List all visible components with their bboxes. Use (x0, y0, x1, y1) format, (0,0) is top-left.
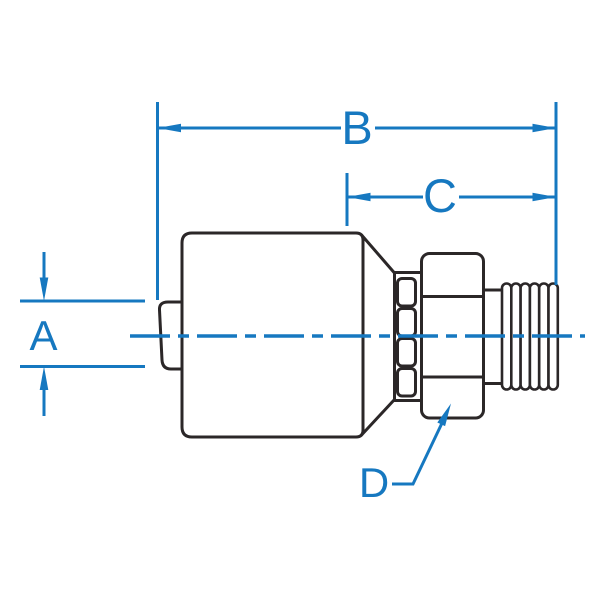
dim-a-arrow-top-head (39, 277, 49, 301)
callout-d-label: D (359, 459, 389, 506)
dim-b-arrow-left (157, 123, 181, 133)
dim-c-arrow-left (347, 192, 371, 202)
dim-c-label: C (423, 169, 457, 222)
collar-groove-4 (396, 367, 417, 398)
dim-b-arrow-right (532, 123, 556, 133)
collar-groove-2 (396, 307, 417, 338)
taper-top-line (360, 234, 396, 275)
dim-c-arrow-right (532, 192, 556, 202)
dim-a-arrow-bottom-head (39, 366, 49, 390)
callout-d-arrowhead (437, 403, 451, 427)
collar-groove-1 (396, 277, 417, 308)
dim-a-label: A (29, 312, 57, 359)
collar-groove-3 (396, 337, 417, 368)
taper-bottom-line (360, 398, 396, 436)
dim-b-label: B (341, 101, 372, 154)
fitting-outline (157, 231, 560, 439)
callout-d-leader (392, 420, 445, 486)
dimensioning: B C A D (20, 101, 585, 506)
nipple-stub-outline (157, 300, 185, 371)
